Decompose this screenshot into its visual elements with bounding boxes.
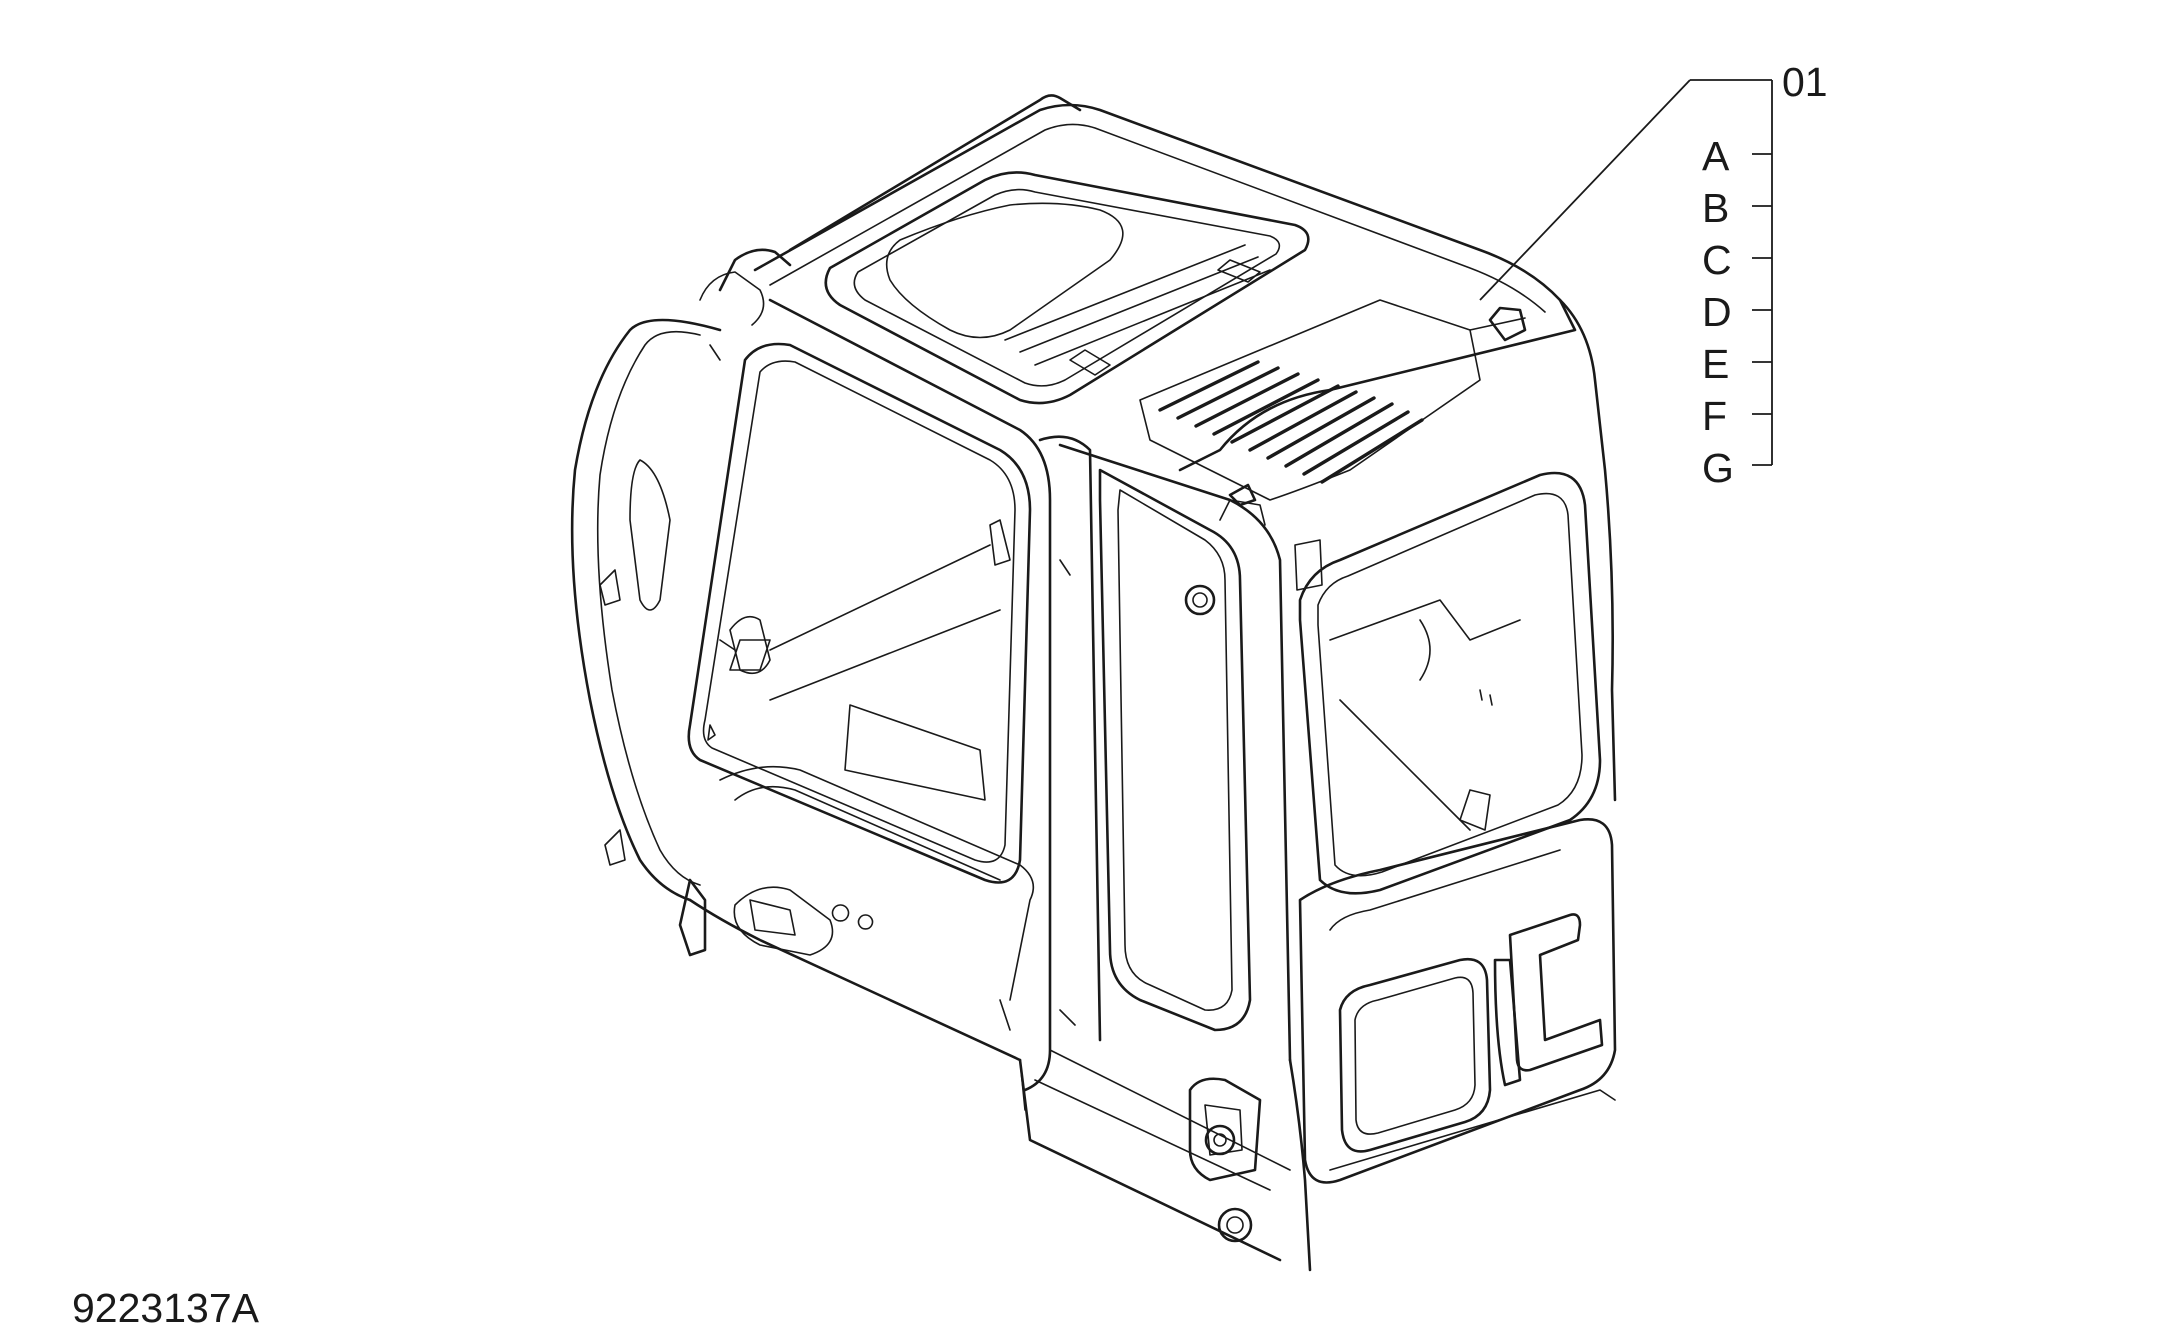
- callout-item-d: D: [1702, 289, 1732, 335]
- excavator-cab-drawing: [570, 94, 1617, 1272]
- callout-main-label: 01: [1782, 59, 1828, 105]
- callout-item-a: A: [1702, 133, 1730, 179]
- drawing-number: 9223137A: [72, 1285, 260, 1331]
- callout-leader: [1479, 79, 1773, 466]
- callout-item-g: G: [1702, 445, 1734, 491]
- callout-item-c: C: [1702, 237, 1732, 283]
- callout-item-b: B: [1702, 185, 1729, 231]
- callout-item-f: F: [1702, 393, 1727, 439]
- callout-item-e: E: [1702, 341, 1729, 387]
- roof-vent-slots: [1158, 360, 1424, 484]
